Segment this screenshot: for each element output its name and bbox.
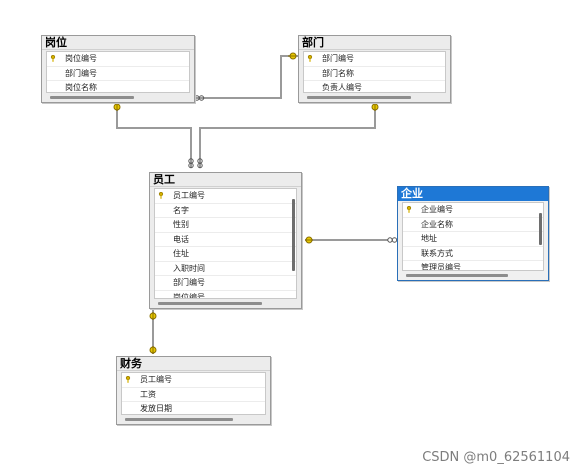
- field-name: 管理员编号: [421, 263, 461, 271]
- table-title[interactable]: 财务: [117, 357, 270, 371]
- field-name: 部门编号: [322, 54, 354, 63]
- table-title[interactable]: 岗位: [42, 36, 194, 50]
- field-row[interactable]: 住址: [155, 247, 296, 262]
- field-row[interactable]: 企业名称: [403, 218, 543, 232]
- field-name: 岗位编号: [65, 54, 97, 63]
- rel-line-gangwei-yuangong: [116, 104, 192, 168]
- table-qiye[interactable]: 企业 企业编号企业名称地址联系方式管理员编号: [397, 186, 549, 281]
- field-name: 住址: [173, 249, 189, 258]
- key-endpoint-icon: [305, 236, 313, 244]
- field-name: 工资: [140, 389, 156, 399]
- key-endpoint-icon: [149, 346, 157, 354]
- horizontal-scrollbar[interactable]: [125, 418, 233, 421]
- field-row[interactable]: 地址: [403, 232, 543, 247]
- table-body: 岗位编号部门编号岗位名称: [46, 51, 190, 93]
- key-icon: [307, 55, 313, 62]
- field-name: 电话: [173, 234, 189, 244]
- field-row[interactable]: 名字: [155, 204, 296, 218]
- field-row[interactable]: 部门编号: [155, 276, 296, 291]
- horizontal-scrollbar[interactable]: [307, 96, 411, 99]
- key-endpoint-icon: [113, 103, 121, 111]
- table-body: 企业编号企业名称地址联系方式管理员编号: [402, 202, 544, 271]
- table-title[interactable]: 部门: [299, 36, 450, 50]
- horizontal-scrollbar[interactable]: [50, 96, 134, 99]
- field-name: 企业编号: [421, 205, 453, 214]
- horizontal-scrollbar[interactable]: [158, 302, 262, 305]
- field-name: 部门名称: [322, 68, 354, 78]
- field-name: 性别: [173, 220, 189, 229]
- table-body: 员工编号工资发放日期: [121, 372, 266, 415]
- field-row[interactable]: 岗位编号: [155, 291, 296, 299]
- field-row[interactable]: 发放日期: [122, 402, 265, 414]
- table-title[interactable]: 企业: [398, 187, 548, 201]
- field-name: 岗位编号: [173, 292, 205, 299]
- field-name: 部门编号: [65, 68, 97, 78]
- table-body: 员工编号名字性别电话住址入职时间部门编号岗位编号: [154, 188, 297, 299]
- vertical-scrollbar[interactable]: [292, 199, 295, 271]
- field-row[interactable]: 岗位编号: [47, 52, 189, 67]
- field-name: 岗位名称: [65, 83, 97, 92]
- table-caiwu[interactable]: 财务 员工编号工资发放日期: [116, 356, 271, 425]
- key-icon: [125, 376, 131, 383]
- field-name: 部门编号: [173, 278, 205, 287]
- field-name: 企业名称: [421, 219, 453, 229]
- field-row[interactable]: 部门名称: [304, 67, 445, 81]
- field-row[interactable]: 部门编号: [304, 52, 445, 67]
- table-gangwei[interactable]: 岗位 岗位编号部门编号岗位名称: [41, 35, 195, 103]
- field-row[interactable]: 企业编号: [403, 203, 543, 218]
- infinity-icon: [387, 237, 398, 243]
- rel-line-bumen-yuangong: [199, 104, 376, 168]
- field-row[interactable]: 电话: [155, 233, 296, 247]
- infinity-icon: [197, 158, 203, 169]
- field-row[interactable]: 入职时间: [155, 262, 296, 276]
- field-row[interactable]: 工资: [122, 388, 265, 402]
- field-name: 负责人编号: [322, 83, 362, 92]
- horizontal-scrollbar[interactable]: [406, 274, 508, 277]
- key-icon: [158, 192, 164, 199]
- field-row[interactable]: 员工编号: [122, 373, 265, 388]
- key-endpoint-icon: [149, 312, 157, 320]
- field-name: 员工编号: [173, 191, 205, 200]
- field-row[interactable]: 部门编号: [47, 67, 189, 81]
- field-name: 联系方式: [421, 248, 453, 258]
- infinity-icon: [188, 158, 194, 169]
- field-name: 发放日期: [140, 404, 172, 413]
- field-name: 员工编号: [140, 375, 172, 384]
- table-bumen[interactable]: 部门 部门编号部门名称负责人编号: [298, 35, 451, 103]
- field-row[interactable]: 岗位名称: [47, 81, 189, 92]
- table-yuangong[interactable]: 员工 员工编号名字性别电话住址入职时间部门编号岗位编号: [149, 172, 302, 309]
- vertical-scrollbar[interactable]: [539, 213, 542, 245]
- watermark: CSDN @m0_62561104: [422, 450, 570, 465]
- field-row[interactable]: 性别: [155, 218, 296, 233]
- field-row[interactable]: 联系方式: [403, 247, 543, 261]
- key-endpoint-icon: [371, 103, 379, 111]
- table-body: 部门编号部门名称负责人编号: [303, 51, 446, 93]
- key-icon: [406, 206, 412, 213]
- field-row[interactable]: 负责人编号: [304, 81, 445, 92]
- table-title[interactable]: 员工: [150, 173, 301, 187]
- key-icon: [50, 55, 56, 62]
- key-endpoint-icon: [288, 52, 297, 60]
- field-name: 入职时间: [173, 263, 205, 273]
- field-name: 名字: [173, 205, 189, 215]
- field-name: 地址: [421, 234, 437, 243]
- field-row[interactable]: 管理员编号: [403, 261, 543, 271]
- field-row[interactable]: 员工编号: [155, 189, 296, 204]
- rel-line-gangwei-bumen: [196, 55, 298, 99]
